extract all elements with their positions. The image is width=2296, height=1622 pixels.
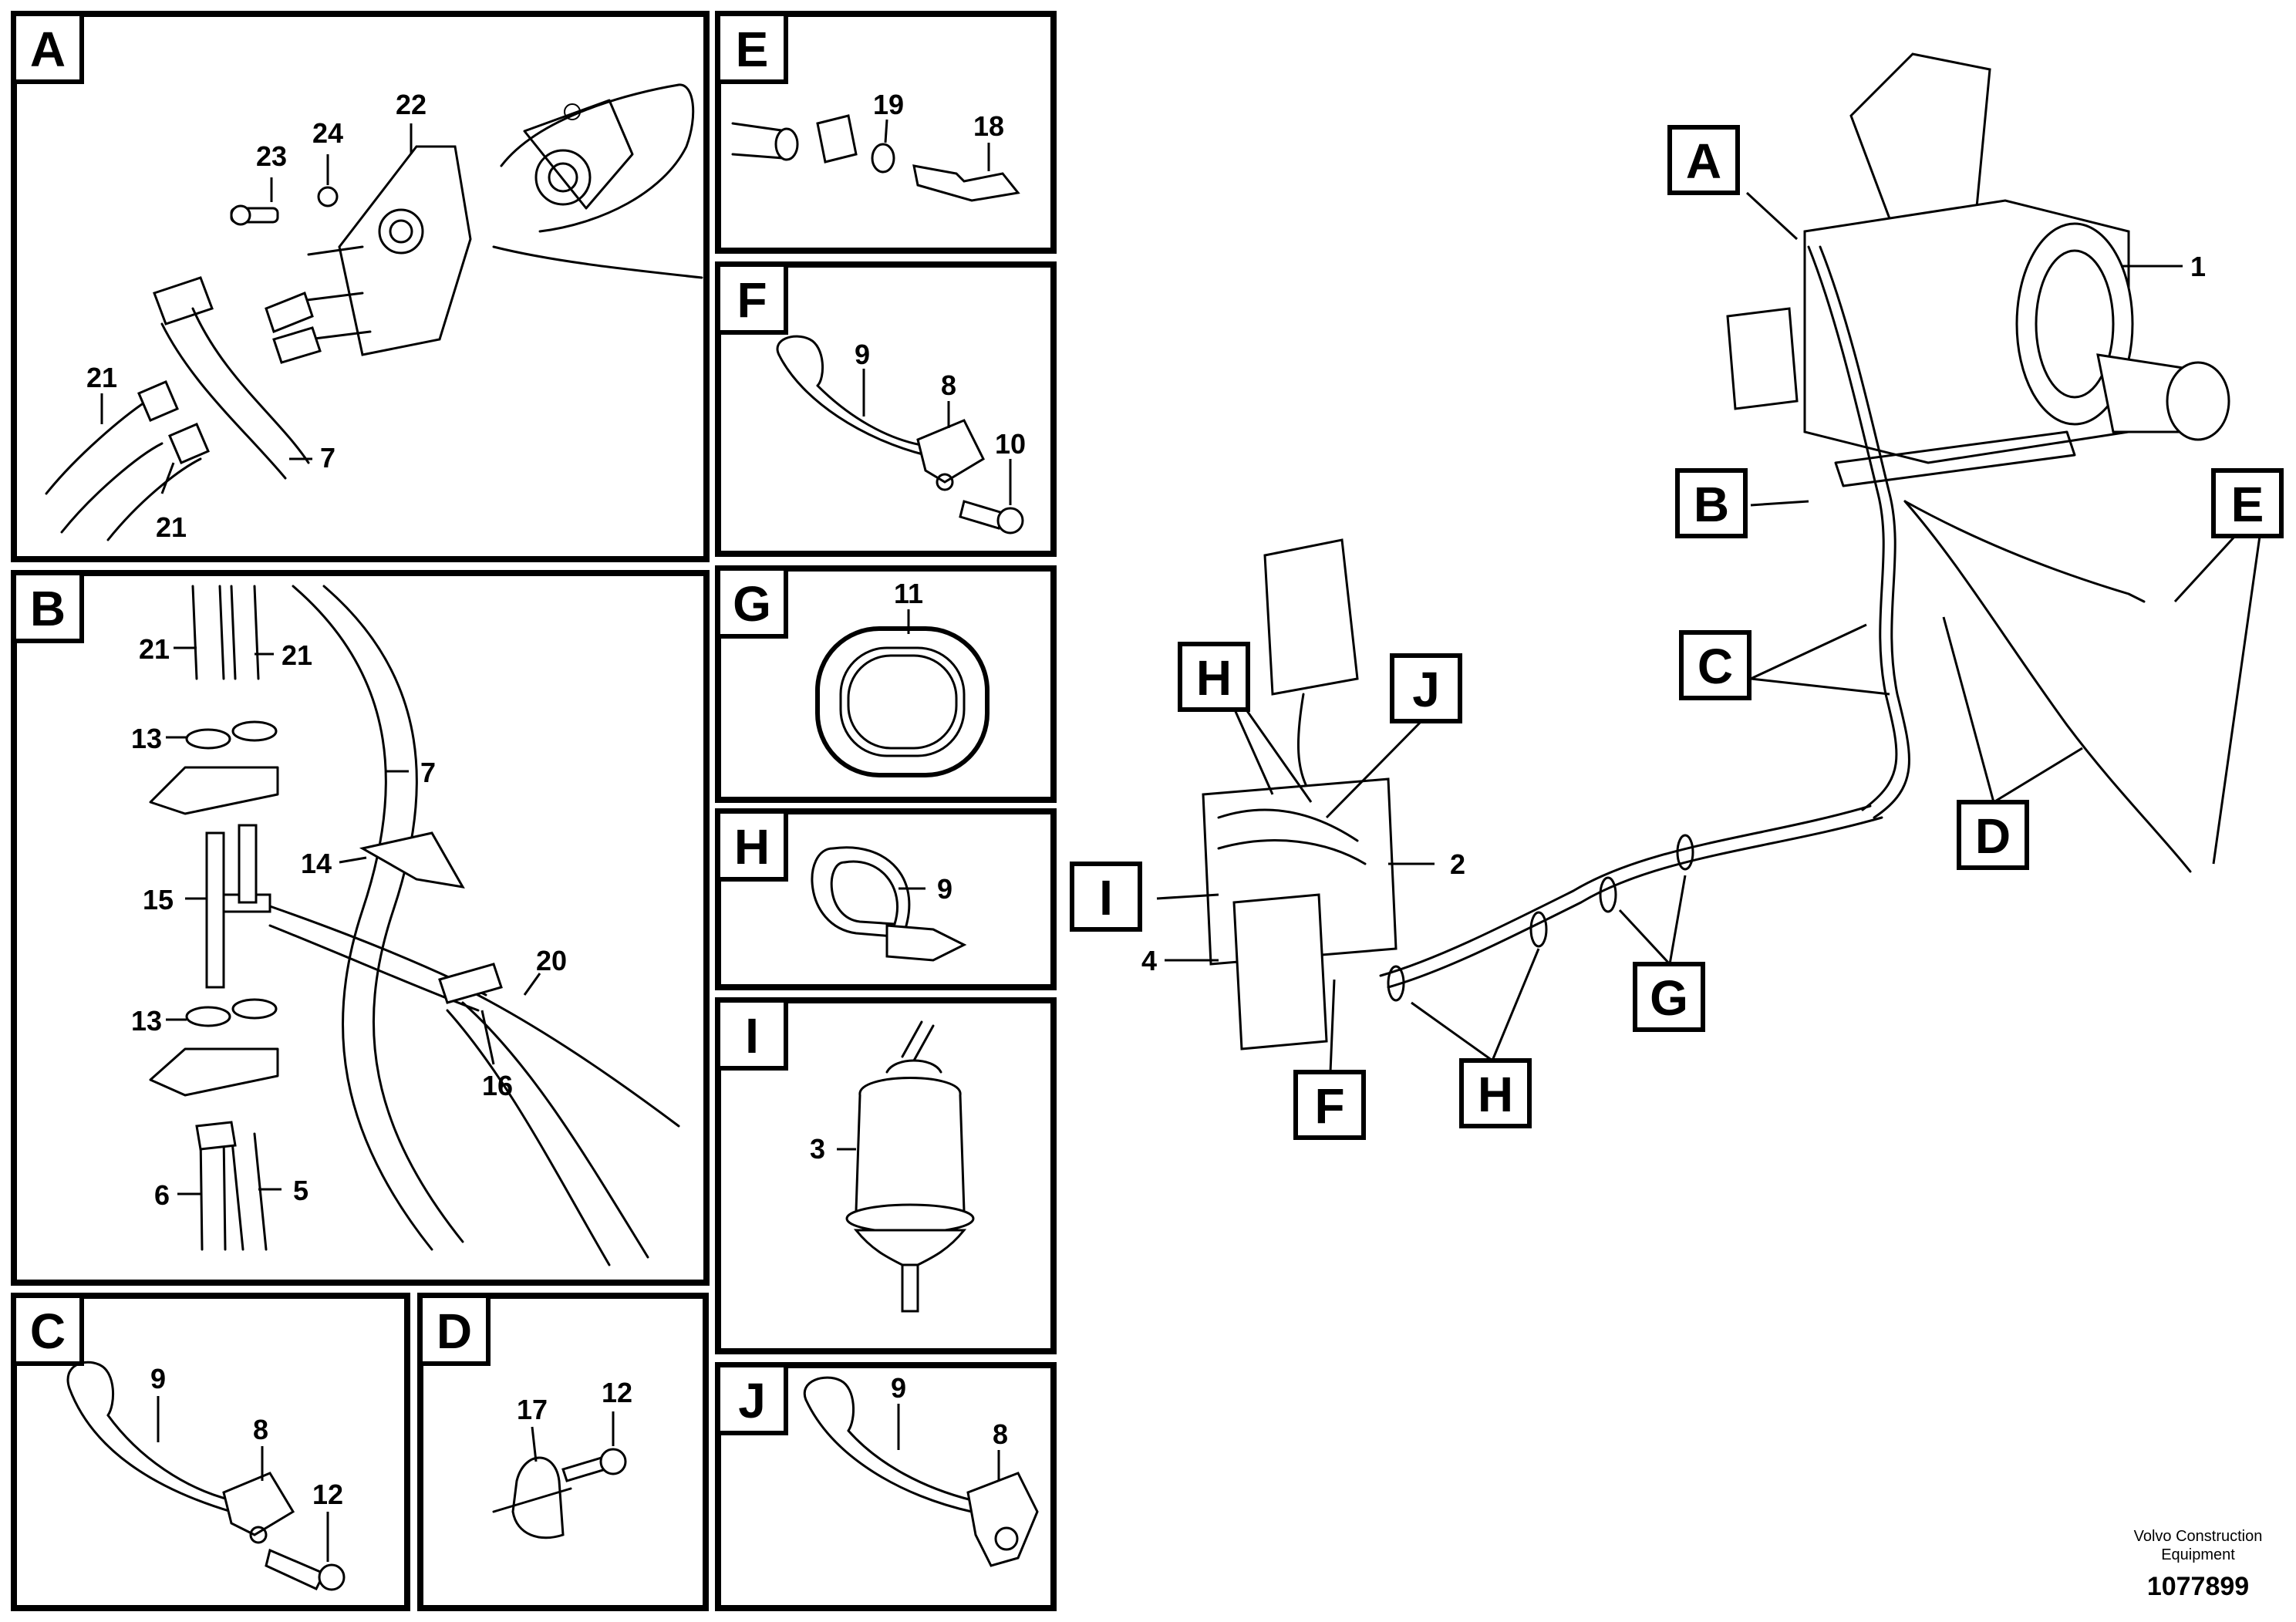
label-c-9: 9: [150, 1363, 166, 1394]
label-a-24: 24: [312, 117, 343, 149]
label-d-12: 12: [602, 1377, 632, 1408]
callout-d: D: [1957, 800, 2029, 870]
label-a-23: 23: [256, 140, 287, 172]
panel-c: C 9 8 12: [11, 1293, 410, 1611]
label-d-17: 17: [517, 1394, 548, 1425]
panel-e: E 19 18: [715, 11, 1057, 254]
svg-text:E: E: [2231, 477, 2264, 532]
svg-text:D: D: [1975, 808, 2011, 864]
svg-text:F: F: [1314, 1078, 1344, 1134]
panel-i-tag: I: [745, 1008, 759, 1064]
svg-text:J: J: [1412, 662, 1440, 717]
label-b-21-right: 21: [282, 639, 312, 671]
callout-e: E: [2211, 468, 2284, 538]
svg-text:C: C: [1698, 639, 1733, 694]
label-c-8: 8: [253, 1414, 268, 1445]
label-b-21-left: 21: [139, 633, 170, 665]
panel-d-tag: D: [437, 1303, 472, 1359]
panel-g: G 11: [715, 565, 1057, 803]
callout-h-upper: H: [1178, 642, 1250, 712]
label-a-7: 7: [320, 442, 335, 474]
label-overview-4: 4: [1141, 945, 1157, 976]
svg-text:A: A: [1686, 133, 1721, 189]
label-h-9: 9: [937, 873, 952, 905]
label-i-3: 3: [810, 1133, 825, 1165]
label-b-16: 16: [482, 1070, 513, 1101]
footer-company-line1: Volvo Construction: [2134, 1528, 2263, 1545]
label-f-8: 8: [941, 369, 956, 401]
callout-b: B: [1675, 468, 1748, 538]
label-b-14: 14: [301, 848, 332, 879]
label-a-22: 22: [396, 89, 426, 120]
footer-company-line2: Equipment: [2161, 1546, 2235, 1563]
callout-h-lower: H: [1459, 1058, 1532, 1128]
label-b-6: 6: [154, 1179, 170, 1211]
panel-j: J 9 8: [715, 1362, 1057, 1611]
panel-c-tag: C: [30, 1303, 66, 1359]
panel-f: F 9 8 10: [715, 261, 1057, 557]
screw-23: [230, 204, 279, 226]
label-b-15: 15: [143, 884, 174, 916]
svg-text:G: G: [1650, 970, 1688, 1026]
svg-text:H: H: [1478, 1067, 1513, 1122]
callout-f: F: [1293, 1070, 1366, 1140]
callout-j: J: [1390, 653, 1462, 723]
panel-f-tag: F: [737, 272, 767, 328]
panel-j-tag: J: [738, 1373, 766, 1428]
label-e-19: 19: [873, 89, 904, 120]
panel-b-tag: B: [30, 581, 66, 636]
callout-a: A: [1667, 125, 1740, 195]
panel-g-tag: G: [733, 576, 771, 632]
label-overview-2: 2: [1450, 848, 1465, 880]
label-b-13-top: 13: [131, 723, 162, 754]
svg-text:B: B: [1694, 477, 1729, 532]
svg-text:I: I: [1099, 870, 1113, 926]
label-b-20: 20: [536, 945, 567, 976]
panel-i: I 3: [715, 997, 1057, 1354]
label-b-13-bottom: 13: [131, 1005, 162, 1037]
panel-a-tag: A: [30, 22, 66, 77]
panel-a: A: [11, 11, 710, 562]
panel-b: B: [11, 570, 710, 1286]
label-j-9: 9: [891, 1372, 906, 1404]
panel-h-tag: H: [734, 819, 770, 875]
label-f-9: 9: [855, 339, 870, 370]
label-overview-1: 1: [2190, 251, 2206, 282]
label-g-11: 11: [894, 578, 923, 609]
svg-text:H: H: [1196, 650, 1232, 706]
label-c-12: 12: [312, 1479, 343, 1510]
washer-24: [317, 186, 339, 207]
label-f-10: 10: [995, 428, 1026, 460]
callout-c: C: [1679, 630, 1752, 700]
drawing-number: 1077899: [2147, 1572, 2249, 1601]
label-e-18: 18: [973, 110, 1004, 142]
overview-assembly: 1 2 4 A B C D E F G: [1070, 52, 2284, 1140]
callout-i: I: [1070, 862, 1142, 932]
label-a-21-top: 21: [86, 362, 117, 393]
footer: Volvo Construction Equipment 1077899: [2134, 1528, 2263, 1601]
panel-e-tag: E: [736, 22, 769, 77]
label-j-8: 8: [993, 1418, 1008, 1450]
label-a-21-bottom: 21: [156, 511, 187, 543]
callout-g: G: [1633, 962, 1705, 1032]
label-b-5: 5: [293, 1175, 308, 1206]
panel-d: D 17 12: [417, 1293, 709, 1611]
panel-h: H 9: [715, 808, 1057, 990]
label-b-7: 7: [420, 757, 436, 788]
